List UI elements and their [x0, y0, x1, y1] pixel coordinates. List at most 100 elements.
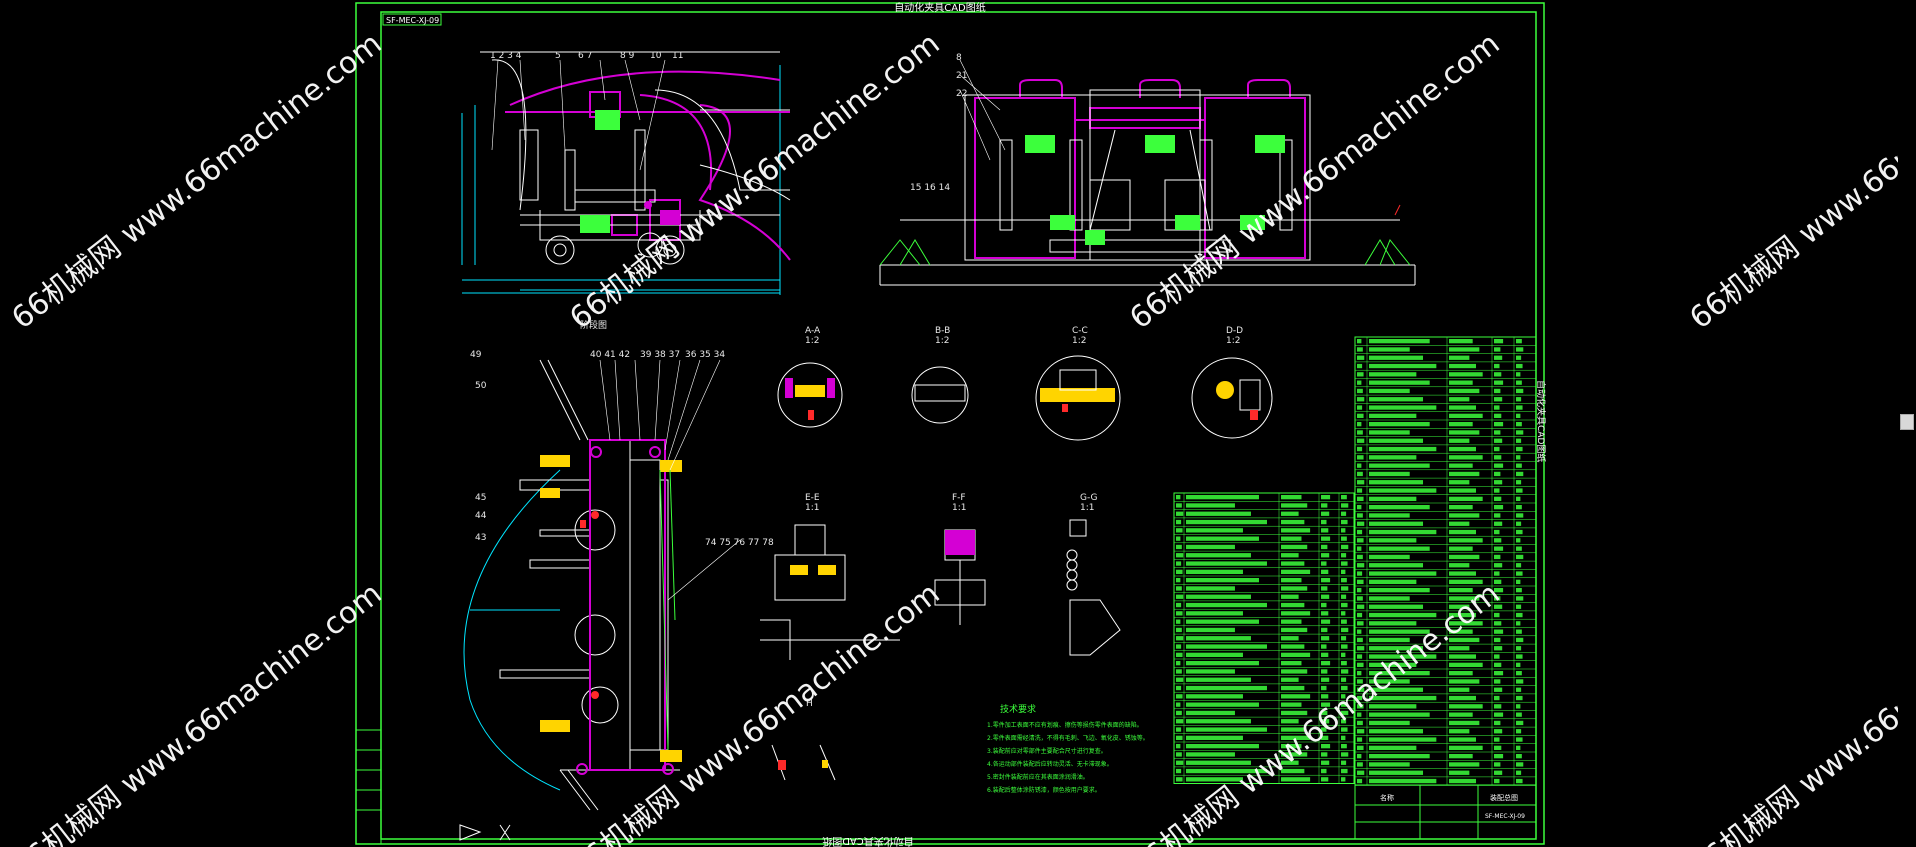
parts-table-cell-text	[1516, 621, 1521, 626]
parts-table-cell-text	[1516, 413, 1521, 418]
parts-table-cell-text	[1357, 720, 1363, 726]
parts-table-cell-text	[1449, 588, 1473, 593]
parts-table-cell-text	[1176, 619, 1181, 624]
parts-table-cell-text	[1494, 588, 1504, 593]
parts-table-cell-text	[1341, 644, 1348, 649]
parts-table-cell-text	[1516, 637, 1524, 643]
parts-table-cell-text	[1357, 671, 1362, 676]
parts-table-cell-text	[1516, 363, 1523, 369]
parts-table-cell-text	[1176, 602, 1182, 608]
parts-table-cell-text	[1494, 596, 1501, 601]
section-scale-c: 1:2	[1072, 336, 1086, 346]
parts-table-cell-text	[1494, 579, 1502, 584]
section-label-b: B-B	[935, 326, 950, 336]
parts-table-cell-text	[1369, 355, 1424, 360]
parts-table-cell-text	[1176, 611, 1183, 616]
parts-table-cell-text	[1494, 604, 1503, 609]
parts-table-cell-text	[1516, 612, 1523, 618]
parts-table-cell-text	[1449, 579, 1483, 584]
parts-table-cell-text	[1449, 505, 1473, 510]
parts-table-cell-text	[1281, 777, 1311, 782]
parts-table-cell-text	[1281, 586, 1308, 591]
parts-table-cell-text	[1341, 594, 1347, 599]
parts-table-cell-text	[1369, 529, 1437, 535]
parts-table-cell-text	[1369, 347, 1410, 352]
parts-table-cell-text	[1321, 744, 1331, 749]
parts-table-cell-text	[1369, 646, 1424, 651]
parts-table-cell-text	[1186, 528, 1243, 533]
parts-table-cell-text	[1341, 636, 1347, 641]
parts-table-cell-text	[1357, 488, 1363, 493]
parts-table-cell-text	[1321, 578, 1331, 583]
parts-table-cell-text	[1357, 347, 1363, 352]
parts-table-cell-text	[1321, 669, 1328, 674]
parts-table-cell-text	[1449, 488, 1477, 493]
parts-table-cell-text	[1369, 372, 1417, 377]
parts-table-cell-text	[1357, 480, 1365, 485]
parts-table-cell-text	[1494, 629, 1504, 634]
svg-text:44: 44	[475, 511, 487, 521]
parts-table-cell-text	[1449, 646, 1470, 651]
parts-table-cell-text	[1357, 629, 1362, 634]
parts-table-cell-text	[1369, 388, 1410, 394]
parts-table-cell-text	[1357, 729, 1365, 734]
parts-table-cell-text	[1516, 430, 1524, 435]
parts-table-cell-text	[1449, 413, 1483, 418]
parts-table-cell-text	[1369, 778, 1437, 784]
parts-table-cell-text	[1494, 446, 1500, 452]
parts-table-cell-text	[1369, 737, 1437, 742]
parts-table-cell-text	[1176, 644, 1182, 649]
svg-text:49: 49	[470, 350, 482, 360]
parts-table-cell-text	[1449, 438, 1470, 443]
parts-table-cell-text	[1449, 637, 1480, 643]
parts-table-cell-text	[1341, 735, 1346, 740]
parts-table-cell-text	[1186, 752, 1235, 757]
parts-table-cell-text	[1176, 578, 1181, 583]
section-label-f: F-F	[952, 493, 966, 503]
tech-note-2: 2.零件表面需经清洗，不得有毛刺、飞边、氧化皮、锈蚀等。	[987, 734, 1149, 742]
svg-text:11: 11	[672, 51, 683, 61]
plan-view: 40 41 42 39 38 37 36 35 34 74 75 76 77 7…	[463, 350, 774, 811]
front-view: 8 21 22 15 16 14	[879, 53, 1416, 286]
parts-table-cell-text	[1321, 511, 1330, 516]
parts-table-cell-text	[1369, 762, 1410, 767]
parts-table-cell-text	[1341, 619, 1347, 624]
parts-table-cell-text	[1494, 405, 1500, 410]
parts-table-cell-text	[1516, 355, 1522, 360]
parts-table-cell-text	[1341, 602, 1348, 608]
svg-text:74 75 76 77 78: 74 75 76 77 78	[705, 538, 774, 548]
parts-table-cell-text	[1357, 422, 1362, 427]
svg-text:10: 10	[650, 51, 662, 61]
parts-table-cell-text	[1186, 652, 1243, 657]
parts-table-cell-text	[1369, 422, 1430, 427]
svg-text:40 41 42: 40 41 42	[590, 350, 630, 360]
parts-table-cell-text	[1516, 339, 1522, 344]
parts-table-cell-text	[1357, 405, 1363, 410]
parts-table-cell-text	[1494, 397, 1503, 402]
parts-table-cell-text	[1281, 578, 1302, 583]
parts-table-cell-text	[1494, 529, 1500, 535]
projection-symbol	[459, 824, 511, 841]
svg-text:50: 50	[475, 381, 487, 391]
parts-table-cell-text	[1357, 646, 1365, 651]
parts-table-cell-text	[1186, 536, 1259, 541]
parts-table-cell-text	[1176, 511, 1184, 516]
parts-table-cell-text	[1176, 495, 1181, 500]
parts-table-cell-text	[1516, 480, 1522, 485]
parts-table-cell-text	[1516, 745, 1521, 750]
parts-table-cell-text	[1186, 627, 1235, 633]
scrollbar-thumb[interactable]	[1900, 414, 1914, 430]
svg-text:15 16 14: 15 16 14	[910, 183, 950, 193]
parts-table-cell-text	[1357, 538, 1364, 543]
parts-table-cell-text	[1494, 455, 1502, 460]
parts-table-cell-text	[1281, 611, 1311, 616]
parts-table-cell-text	[1281, 685, 1305, 691]
vertical-scrollbar[interactable]	[1898, 0, 1916, 847]
parts-table-cell-text	[1494, 687, 1503, 692]
parts-table-cell-text	[1494, 471, 1501, 477]
parts-table-cell-text	[1516, 737, 1523, 742]
section-label-d: D-D	[1226, 326, 1243, 336]
parts-table-cell-text	[1369, 505, 1430, 510]
parts-table-cell-text	[1321, 644, 1327, 649]
